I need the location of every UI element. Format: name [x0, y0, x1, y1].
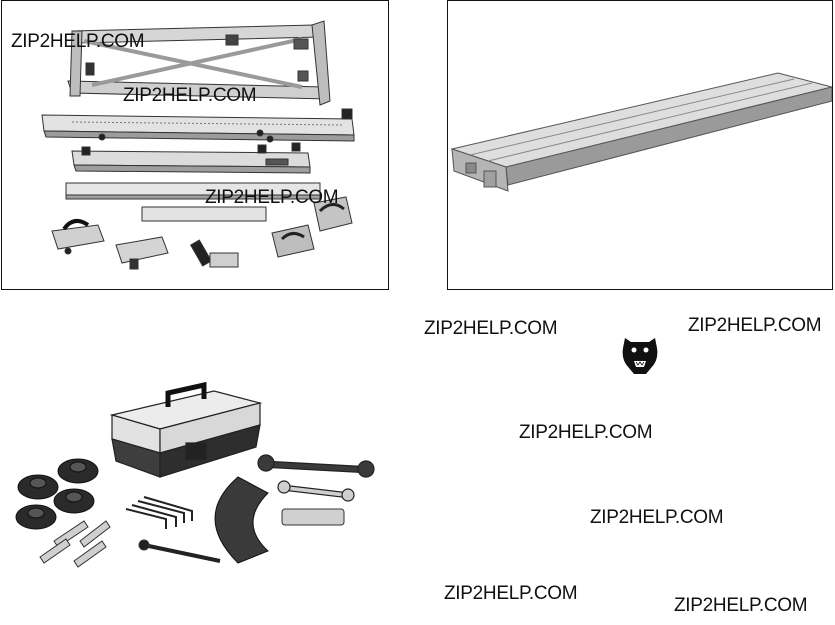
watermark-text: ZIP2HELP.COM [674, 595, 808, 616]
folding-stand-frame [67, 20, 331, 106]
aluminium-profile [450, 72, 832, 192]
bear-head-logo-icon [622, 338, 658, 374]
watermark-text: ZIP2HELP.COM [11, 31, 145, 52]
figure-frame-stand-parts [1, 0, 389, 290]
accessory-set-illustration [15, 381, 375, 568]
watermark-text: ZIP2HELP.COM [590, 507, 724, 528]
extension-profile-illustration [450, 72, 832, 192]
arc-guide [214, 476, 269, 564]
watermark-text: ZIP2HELP.COM [123, 85, 257, 106]
toolbox [109, 381, 263, 478]
rubber-feet [15, 458, 99, 530]
clamps-and-brackets [51, 196, 353, 270]
small-parts [138, 508, 345, 563]
fence-rail [71, 142, 311, 174]
spanner-wrenches [257, 454, 375, 502]
watermark-text: ZIP2HELP.COM [688, 315, 822, 336]
guide-rail-with-scale [41, 108, 355, 143]
stand-parts-illustration [41, 20, 355, 270]
anchor-bolts [39, 520, 111, 568]
figure-frame-extension-profile [447, 0, 833, 290]
watermark-text: ZIP2HELP.COM [424, 318, 558, 339]
extension-bar [65, 182, 321, 200]
hex-key-set [125, 496, 193, 529]
short-bar [141, 206, 267, 222]
watermark-text: ZIP2HELP.COM [205, 187, 339, 208]
watermark-text: ZIP2HELP.COM [444, 583, 578, 604]
watermark-text: ZIP2HELP.COM [519, 422, 653, 443]
